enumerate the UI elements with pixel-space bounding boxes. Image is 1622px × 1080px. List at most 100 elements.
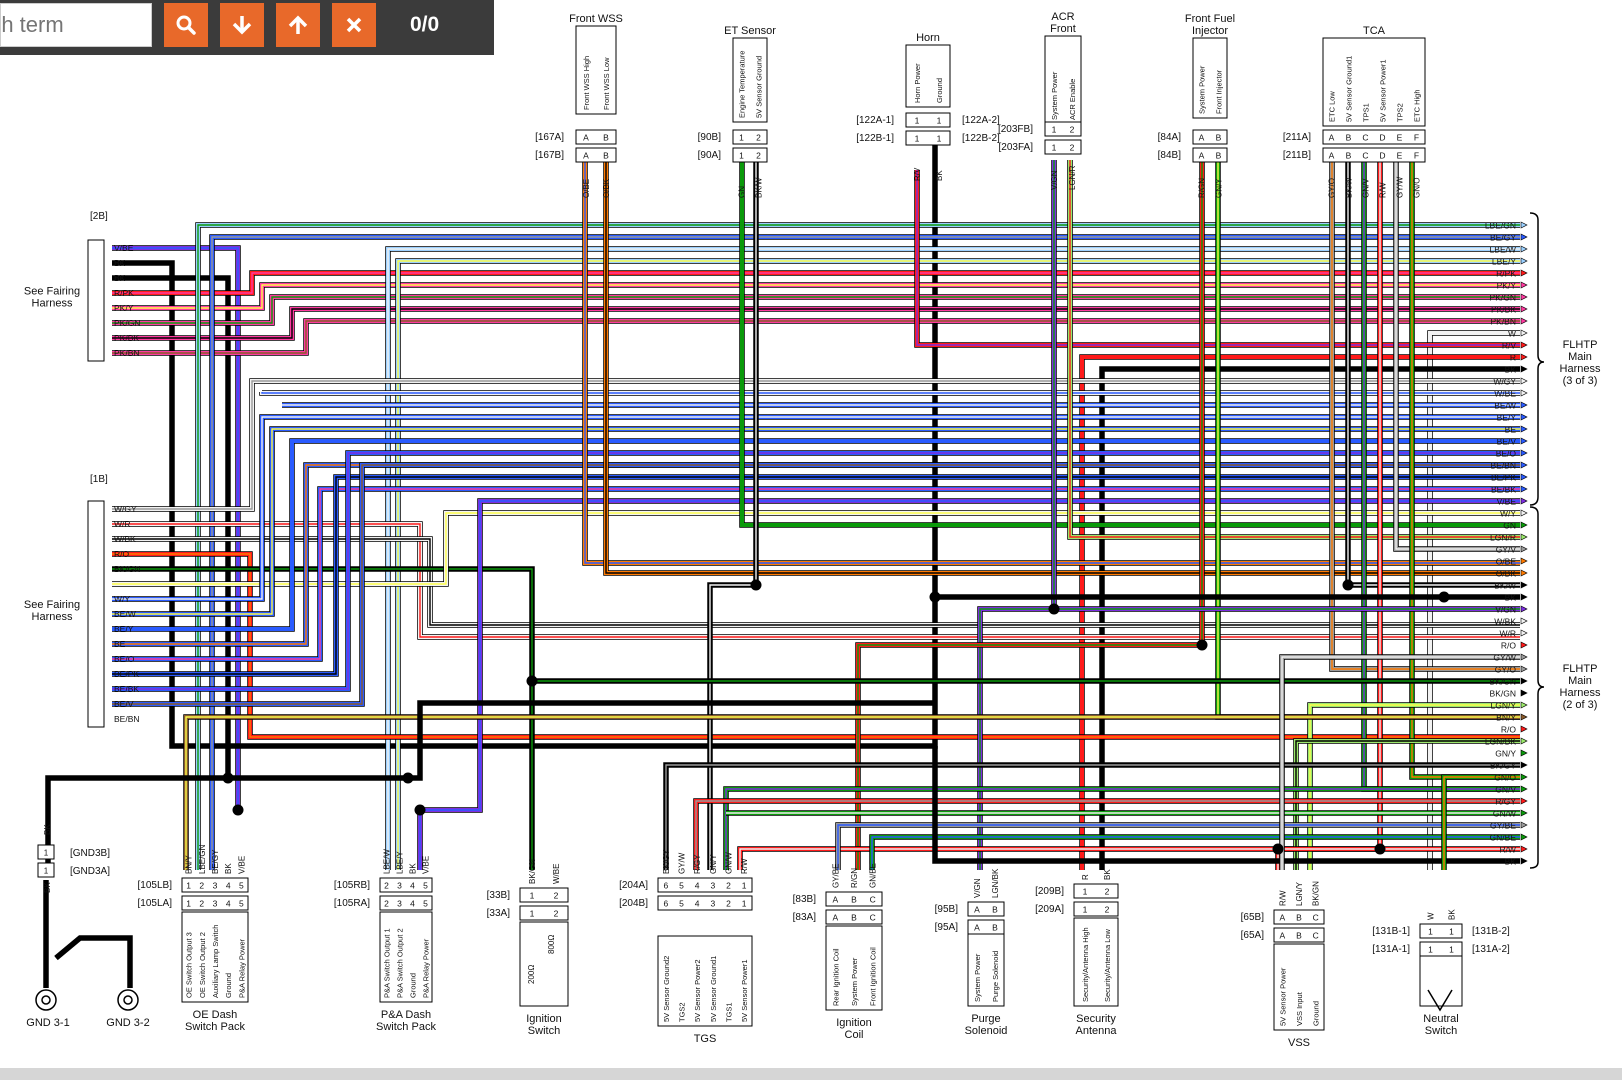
search-field[interactable] bbox=[0, 2, 152, 47]
wire-front-wss-high-stripe bbox=[584, 160, 1520, 564]
pin-letter: A bbox=[1279, 913, 1285, 923]
component-title: Injector bbox=[1192, 25, 1228, 37]
wire-r-security bbox=[1080, 355, 1520, 870]
pin-function-label: VSS Input bbox=[1295, 991, 1304, 1026]
harness-upper-label: R bbox=[1510, 353, 1516, 363]
wire-code-label: BK bbox=[1103, 869, 1112, 880]
harness-lower-arrow bbox=[1520, 605, 1528, 613]
pin-letter: D bbox=[1379, 151, 1385, 161]
harness-lower-arrow bbox=[1520, 833, 1528, 841]
pin-letter: 4 bbox=[695, 899, 700, 909]
prev-match-button[interactable] bbox=[276, 2, 320, 47]
pin-function-label: Ground bbox=[1312, 1001, 1321, 1026]
pin-letter: A bbox=[832, 895, 838, 905]
harness-upper-label: BE/BN bbox=[1490, 461, 1516, 471]
pin-function-label: P&A Relay Power bbox=[422, 938, 431, 998]
wire-gn-be-stripe bbox=[871, 836, 1520, 870]
pin-letter: C bbox=[870, 895, 876, 905]
pin-function-label: TGS2 bbox=[678, 1002, 687, 1022]
harness-lower-arrow bbox=[1520, 785, 1528, 793]
close-search-button[interactable] bbox=[332, 2, 376, 47]
pin-letter: 3 bbox=[213, 899, 218, 909]
component-title: Switch Pack bbox=[185, 1021, 245, 1033]
pin-function-label: 5V Sensor Ground bbox=[755, 56, 764, 118]
harness-lower-label: GY/O bbox=[1495, 665, 1517, 675]
wire-acr-enable bbox=[1068, 160, 1520, 539]
harness-upper-label: R/V bbox=[1502, 341, 1517, 351]
connector-housing bbox=[379, 877, 433, 893]
splice-node bbox=[402, 772, 414, 784]
c1b-wire-label: BE/V bbox=[114, 699, 134, 709]
pin-function-label: Engine Temperature bbox=[738, 51, 747, 118]
next-match-button[interactable] bbox=[220, 2, 264, 47]
connector-housing bbox=[1192, 147, 1228, 163]
pin-letter: 1 bbox=[742, 881, 747, 891]
harness-lower-label: BK bbox=[1505, 857, 1517, 867]
pin-letter: 4 bbox=[226, 899, 231, 909]
search-input[interactable] bbox=[1, 11, 133, 38]
pin-letter: 1 bbox=[1428, 945, 1433, 955]
harness-upper-label: LBE/Y bbox=[1492, 257, 1516, 267]
wire-code-label: W/BE bbox=[552, 864, 561, 884]
harness-lower-arrow bbox=[1520, 533, 1528, 541]
pin-letter: 1 bbox=[915, 116, 920, 126]
wire-code-label: BN/Y bbox=[185, 855, 194, 874]
pin-letter: B bbox=[603, 151, 609, 161]
wire-bn-y-stripe bbox=[185, 716, 1520, 870]
harness-lower-arrow bbox=[1520, 737, 1528, 745]
harness-lower-label: GN/V bbox=[1495, 785, 1516, 795]
splice-node bbox=[526, 675, 538, 687]
pin-letter: C bbox=[1313, 913, 1319, 923]
connector-ref: [84B] bbox=[1158, 150, 1182, 161]
pin-letter: 1 bbox=[1449, 945, 1454, 955]
connector-ref: [122A-2] bbox=[962, 115, 1000, 126]
harness-lower-arrow bbox=[1520, 809, 1528, 817]
wire-code-label: BK/GN bbox=[528, 859, 537, 884]
wire-tca-etc-low-stripe bbox=[1331, 160, 1520, 670]
ground-label: GND 3-1 bbox=[26, 1017, 69, 1029]
harness-upper-label: W bbox=[1508, 329, 1516, 339]
pin-function-label: P&A Switch Output 1 bbox=[383, 928, 392, 998]
harness-lower-arrow bbox=[1520, 545, 1528, 553]
connector-housing bbox=[657, 895, 753, 911]
connector-ref: [167B] bbox=[535, 150, 564, 161]
pin-letter: C bbox=[870, 913, 876, 923]
wire-bk-gy bbox=[664, 763, 1520, 870]
pin-letter: 6 bbox=[663, 881, 668, 891]
horizontal-scrollbar[interactable] bbox=[0, 1068, 1622, 1080]
wire-code-label: V/BE bbox=[237, 856, 246, 874]
pin-function-label: P&A Switch Output 2 bbox=[396, 928, 405, 998]
lower-harness-brace bbox=[1529, 506, 1545, 869]
search-button[interactable] bbox=[164, 2, 208, 47]
wire-code-label: GN/Y bbox=[709, 854, 718, 874]
pin-letter: 2 bbox=[1070, 143, 1075, 153]
pin-letter: 1 bbox=[937, 134, 942, 144]
pin-letter: A bbox=[1329, 133, 1335, 143]
harness-lower-label: GN/W bbox=[1493, 809, 1516, 819]
pin-letter: A bbox=[974, 905, 980, 915]
splice-node bbox=[1342, 579, 1354, 591]
harness-lower-label: LGN/Y bbox=[1490, 701, 1516, 711]
pin-letter: 2 bbox=[1070, 125, 1075, 135]
wire-2b-10-stripe bbox=[112, 296, 1520, 324]
component-body bbox=[379, 911, 433, 1003]
pin-letter: B bbox=[851, 895, 857, 905]
connector-ref: [90A] bbox=[698, 150, 722, 161]
connector-housing bbox=[1322, 129, 1426, 145]
connector-housing bbox=[1044, 139, 1082, 155]
pin-letter: 2 bbox=[384, 881, 389, 891]
component-body bbox=[1419, 955, 1463, 1007]
harness-upper-label: BE/O bbox=[1496, 449, 1517, 459]
harness-upper-arrow bbox=[1520, 269, 1528, 277]
harness-lower-label: LGN/R bbox=[1490, 533, 1516, 543]
wire-2b-2-stripe bbox=[112, 247, 239, 810]
pin-letter: 2 bbox=[726, 899, 731, 909]
wire-1b-13-stripe bbox=[112, 476, 1520, 675]
harness-lower-arrow bbox=[1520, 821, 1528, 829]
wire-bk-gy-stripe bbox=[665, 764, 1520, 870]
harness-upper-arrow bbox=[1520, 257, 1528, 265]
harness-lower-label: GN/BE bbox=[1490, 833, 1517, 843]
harness-lower-label: O/BK bbox=[1496, 569, 1517, 579]
component-title: Front Fuel bbox=[1185, 13, 1235, 25]
wire-2b-12-stripe bbox=[112, 320, 1520, 354]
